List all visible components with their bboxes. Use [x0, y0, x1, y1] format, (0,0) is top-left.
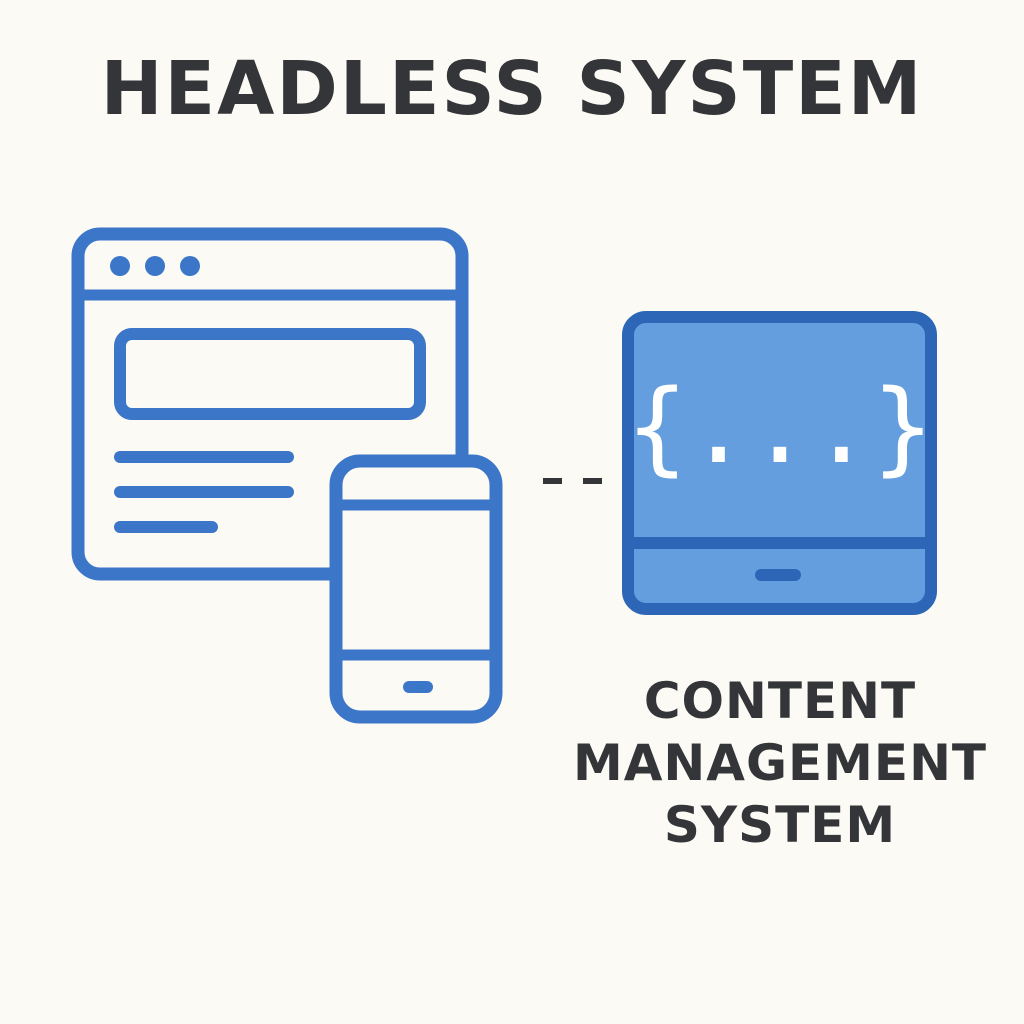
- diagram-title: HEADLESS SYSTEM: [100, 46, 924, 132]
- cms-label: CONTENT MANAGEMENT SYSTEM: [560, 670, 1000, 856]
- smartphone-icon: [329, 454, 503, 724]
- cms-label-line-3: SYSTEM: [663, 796, 897, 854]
- cms-label-line-1: CONTENT: [643, 672, 917, 730]
- code-braces-icon: {...}: [626, 368, 933, 487]
- tablet-cms-icon: {...}: [622, 311, 937, 615]
- cms-label-line-2: MANAGEMENT: [572, 734, 988, 792]
